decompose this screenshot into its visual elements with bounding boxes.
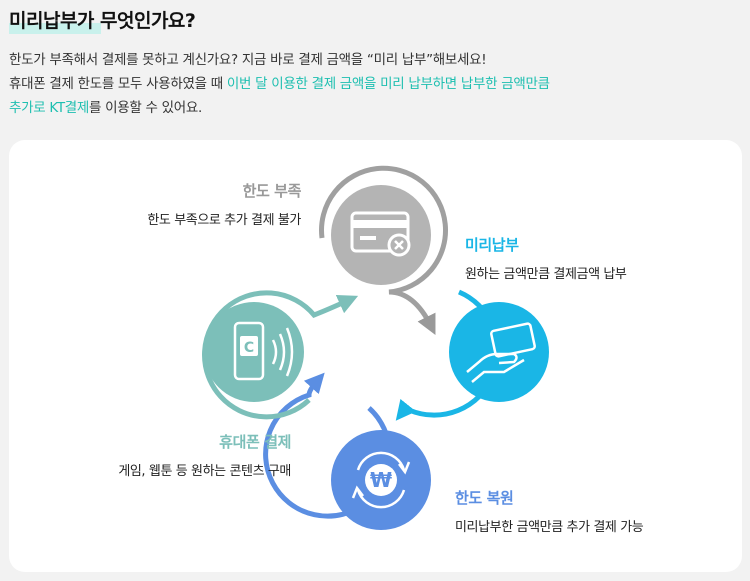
arrow-gray [319, 165, 449, 335]
step-desc: 게임, 웹툰 등 원하는 콘텐츠 구매 [118, 464, 291, 479]
arrow-teal [202, 290, 359, 420]
desc-line-1: 한도가 부족해서 결제를 못하고 계신가요? 지금 바로 결제 금액을 “미리 … [9, 52, 487, 68]
phone-pay-icon: C [233, 321, 294, 381]
step-desc: 미리납부한 금액만큼 추가 결제 가능 [455, 520, 644, 535]
desc-line-2: 휴대폰 결제 한도를 모두 사용하였을 때 이번 달 이용한 결제 금액을 미리… [9, 72, 550, 96]
description: 한도가 부족해서 결제를 못하고 계신가요? 지금 바로 결제 금액을 “미리 … [9, 48, 550, 120]
step-title: 미리납부 [465, 236, 519, 254]
desc-line-2-highlight: 이번 달 이용한 결제 금액을 미리 납부하면 납부한 금액만큼 [226, 76, 550, 92]
card-cancel-icon [350, 211, 411, 257]
node-phone-pay: C [204, 302, 304, 402]
step-title: 한도 복원 [455, 489, 514, 507]
node-limit-restore: ₩ [331, 430, 431, 530]
desc-line-3-plain: 를 이용할 수 있어요. [89, 100, 202, 116]
phone-letter: C [244, 340, 254, 356]
step-title: 한도 부족 [242, 182, 302, 200]
page-title: 미리납부가 무엇인가요? [9, 10, 196, 32]
cycle-diagram: ₩ C [202, 165, 549, 530]
step-limit-restore: 한도 복원 미리납부한 금액만큼 추가 결제 가능 [455, 487, 644, 535]
desc-line-2-plain: 휴대폰 결제 한도를 모두 사용하였을 때 [9, 76, 227, 92]
step-desc: 한도 부족으로 추가 결제 불가 [147, 213, 301, 228]
page-title-wrap: 미리납부가 무엇인가요? [9, 6, 196, 34]
step-limit-short: 한도 부족 한도 부족으로 추가 결제 불가 [147, 180, 301, 228]
desc-line-3-highlight: 추가로 KT결제 [9, 100, 90, 116]
step-prepay: 미리납부 원하는 금액만큼 결제금액 납부 [465, 234, 627, 282]
step-desc: 원하는 금액만큼 결제금액 납부 [465, 267, 627, 282]
won-symbol: ₩ [370, 468, 392, 492]
node-limit-short [331, 185, 431, 285]
node-prepay [449, 302, 549, 402]
title-highlight [9, 23, 101, 34]
desc-line-3: 추가로 KT결제를 이용할 수 있어요. [9, 96, 550, 120]
won-refresh-icon: ₩ [351, 451, 411, 509]
step-title: 휴대폰 결제 [219, 433, 291, 451]
step-phone-pay: 휴대폰 결제 게임, 웹툰 등 원하는 콘텐츠 구매 [118, 431, 291, 479]
hand-card-icon [466, 322, 536, 383]
cycle-card: ₩ C 한도 부족 한도 부족으로 추가 결제 불가 미리납부 원하는 금액만큼… [9, 140, 742, 572]
